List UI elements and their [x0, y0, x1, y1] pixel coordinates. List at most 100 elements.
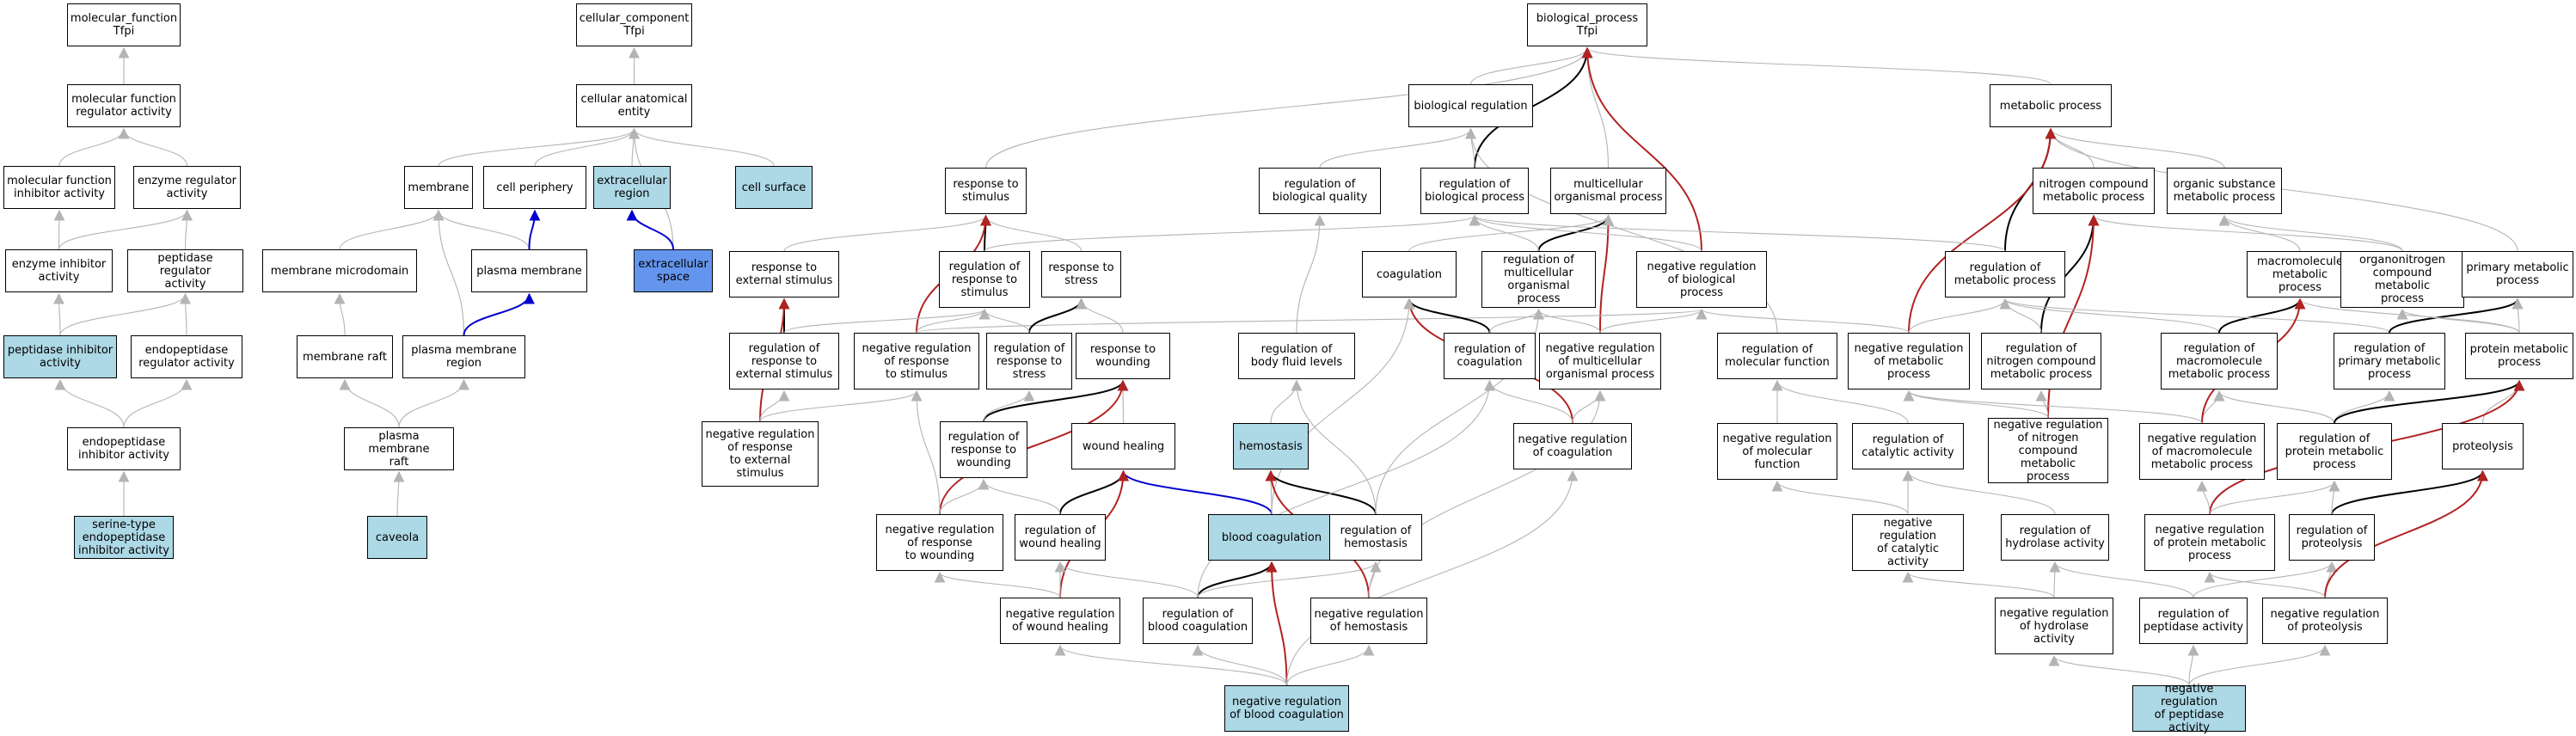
- go-term-node[interactable]: regulation of coagulation: [1444, 333, 1536, 379]
- go-term-node[interactable]: protein metabolic process: [2465, 333, 2573, 379]
- edge-regulates: [2334, 379, 2525, 424]
- go-term-node[interactable]: blood coagulation: [1208, 514, 1335, 561]
- go-term-node[interactable]: molecular function regulator activity: [67, 84, 181, 127]
- go-term-node[interactable]: proteolysis: [2442, 423, 2524, 469]
- go-term-node[interactable]: negative regulation of multicellular org…: [1539, 333, 1661, 389]
- go-term-node[interactable]: regulation of multicellular organismal p…: [1481, 251, 1596, 308]
- go-term-node[interactable]: negative regulation of molecular functio…: [1717, 423, 1837, 480]
- go-term-node[interactable]: cell surface: [735, 166, 813, 209]
- go-term-node[interactable]: negative regulation of hydrolase activit…: [1995, 598, 2113, 654]
- go-term-node[interactable]: enzyme inhibitor activity: [5, 249, 113, 292]
- go-term-node[interactable]: organic substance metabolic process: [2167, 168, 2282, 214]
- edge-is-a: [2396, 308, 2520, 334]
- go-term-node[interactable]: plasma membrane region: [402, 335, 525, 378]
- go-term-node[interactable]: regulation of biological quality: [1259, 168, 1381, 214]
- edge-is-a: [1999, 297, 2042, 334]
- edge-is-a: [1291, 379, 1377, 515]
- go-term-node[interactable]: response to wounding: [1076, 333, 1170, 379]
- go-term-node[interactable]: negative regulation of proteolysis: [2262, 598, 2388, 644]
- go-term-node[interactable]: regulation of macromolecule metabolic pr…: [2161, 333, 2278, 389]
- edge-is-a: [2048, 654, 2190, 686]
- go-term-node[interactable]: caveola: [367, 516, 427, 559]
- go-term-node[interactable]: regulation of hemostasis: [1329, 514, 1422, 561]
- go-term-node[interactable]: negative regulation of catalytic activit…: [1852, 514, 1964, 571]
- go-term-node[interactable]: endopeptidase regulator activity: [131, 335, 242, 378]
- go-term-node[interactable]: peptidase regulator activity: [127, 249, 243, 292]
- go-term-node[interactable]: plasma membrane raft: [344, 427, 454, 470]
- go-term-node[interactable]: negative regulation of hemostasis: [1310, 598, 1427, 644]
- go-term-node[interactable]: regulation of response to wounding: [940, 421, 1027, 478]
- go-term-node[interactable]: response to external stimulus: [729, 251, 839, 297]
- go-term-node[interactable]: membrane microdomain: [262, 249, 417, 292]
- go-term-node[interactable]: negative regulation of response to wound…: [876, 514, 1003, 571]
- go-term-node[interactable]: negative regulation of response to exter…: [702, 421, 819, 487]
- edge-is-a: [759, 389, 790, 422]
- go-term-node[interactable]: negative regulation of peptidase activit…: [2132, 683, 2246, 734]
- go-term-node[interactable]: regulation of response to stress: [986, 333, 1072, 389]
- go-term-node[interactable]: negative regulation of wound healing: [1000, 598, 1120, 644]
- go-term-node[interactable]: hemostasis: [1233, 423, 1309, 469]
- edge-is-a: [2512, 297, 2524, 334]
- go-term-node[interactable]: negative regulation of response to stimu…: [854, 333, 979, 389]
- go-term-node[interactable]: negative regulation of macromolecule met…: [2139, 423, 2265, 480]
- go-term-node[interactable]: regulation of response to stimulus: [939, 251, 1030, 308]
- edge-is-a: [1469, 214, 1702, 252]
- go-term-node[interactable]: regulation of wound healing: [1015, 514, 1106, 561]
- go-term-node[interactable]: regulation of blood coagulation: [1143, 598, 1253, 644]
- go-term-node[interactable]: regulation of proteolysis: [2289, 514, 2375, 561]
- go-term-node[interactable]: cellular anatomical entity: [576, 84, 692, 127]
- go-term-node[interactable]: macromolecule metabolic process: [2247, 251, 2353, 297]
- go-term-node[interactable]: response to stimulus: [945, 168, 1027, 214]
- go-term-node[interactable]: negative regulation of protein metabolic…: [2144, 514, 2275, 571]
- go-term-node[interactable]: membrane: [404, 166, 473, 209]
- go-term-node[interactable]: regulation of nitrogen compound metaboli…: [1981, 333, 2101, 389]
- go-term-node[interactable]: negative regulation of nitrogen compound…: [1988, 418, 2108, 483]
- go-term-node[interactable]: extracellular region: [593, 166, 671, 209]
- go-term-node[interactable]: regulation of body fluid levels: [1238, 333, 1355, 379]
- go-term-node[interactable]: serine-type endopeptidase inhibitor acti…: [74, 516, 174, 559]
- go-term-node[interactable]: membrane raft: [297, 335, 393, 378]
- edge-is-a: [783, 308, 991, 334]
- edge-is-a: [759, 389, 923, 422]
- go-term-node[interactable]: regulation of peptidase activity: [2139, 598, 2248, 644]
- go-term-node[interactable]: regulation of hydrolase activity: [2001, 514, 2109, 561]
- go-term-node[interactable]: plasma membrane: [471, 249, 587, 292]
- edge-is-a: [1054, 561, 1199, 598]
- go-term-node[interactable]: multicellular organismal process: [1550, 168, 1666, 214]
- go-term-node[interactable]: biological regulation: [1408, 84, 1533, 127]
- edge-part-of: [463, 292, 535, 336]
- go-term-node[interactable]: endopeptidase inhibitor activity: [67, 427, 181, 470]
- go-term-node[interactable]: negative regulation of biological proces…: [1636, 251, 1767, 308]
- go-term-node[interactable]: regulation of molecular function: [1717, 333, 1837, 379]
- go-term-node[interactable]: primary metabolic process: [2462, 251, 2573, 297]
- edge-regulates: [1028, 297, 1087, 334]
- go-term-node[interactable]: cellular_component Tfpi: [576, 3, 692, 46]
- go-term-node[interactable]: regulation of catalytic activity: [1852, 423, 1964, 469]
- go-term-node[interactable]: peptidase inhibitor activity: [3, 335, 117, 378]
- go-term-node[interactable]: regulation of metabolic process: [1945, 251, 2065, 297]
- go-term-node[interactable]: molecular function inhibitor activity: [3, 166, 115, 209]
- go-term-node[interactable]: negative regulation of coagulation: [1513, 423, 1632, 469]
- edge-regulates: [1403, 297, 1491, 334]
- go-term-node[interactable]: regulation of primary metabolic process: [2334, 333, 2445, 389]
- go-term-node[interactable]: nitrogen compound metabolic process: [2033, 168, 2155, 214]
- go-term-node[interactable]: extracellular space: [634, 249, 713, 292]
- go-term-node[interactable]: enzyme regulator activity: [133, 166, 241, 209]
- edge-is-a: [1908, 297, 2011, 334]
- go-term-node[interactable]: response to stress: [1041, 251, 1121, 297]
- go-term-node[interactable]: metabolic process: [1990, 84, 2112, 127]
- go-term-node[interactable]: regulation of protein metabolic process: [2277, 423, 2392, 480]
- edge-is-a: [54, 378, 125, 428]
- go-term-node[interactable]: negative regulation of metabolic process: [1848, 333, 1970, 389]
- go-term-node[interactable]: regulation of response to external stimu…: [729, 333, 839, 389]
- edge-is-a: [59, 292, 191, 336]
- go-term-node[interactable]: molecular_function Tfpi: [67, 3, 181, 46]
- go-term-node[interactable]: cell periphery: [483, 166, 586, 209]
- go-term-node[interactable]: negative regulation of blood coagulation: [1224, 685, 1349, 732]
- go-term-node[interactable]: biological_process Tfpi: [1527, 3, 1647, 46]
- go-term-node[interactable]: organonitrogen compound metabolic proces…: [2340, 251, 2464, 308]
- edge-is-a: [629, 127, 775, 167]
- go-term-node[interactable]: coagulation: [1362, 251, 1457, 297]
- go-term-node[interactable]: regulation of biological process: [1420, 168, 1529, 214]
- go-term-node[interactable]: wound healing: [1071, 423, 1175, 469]
